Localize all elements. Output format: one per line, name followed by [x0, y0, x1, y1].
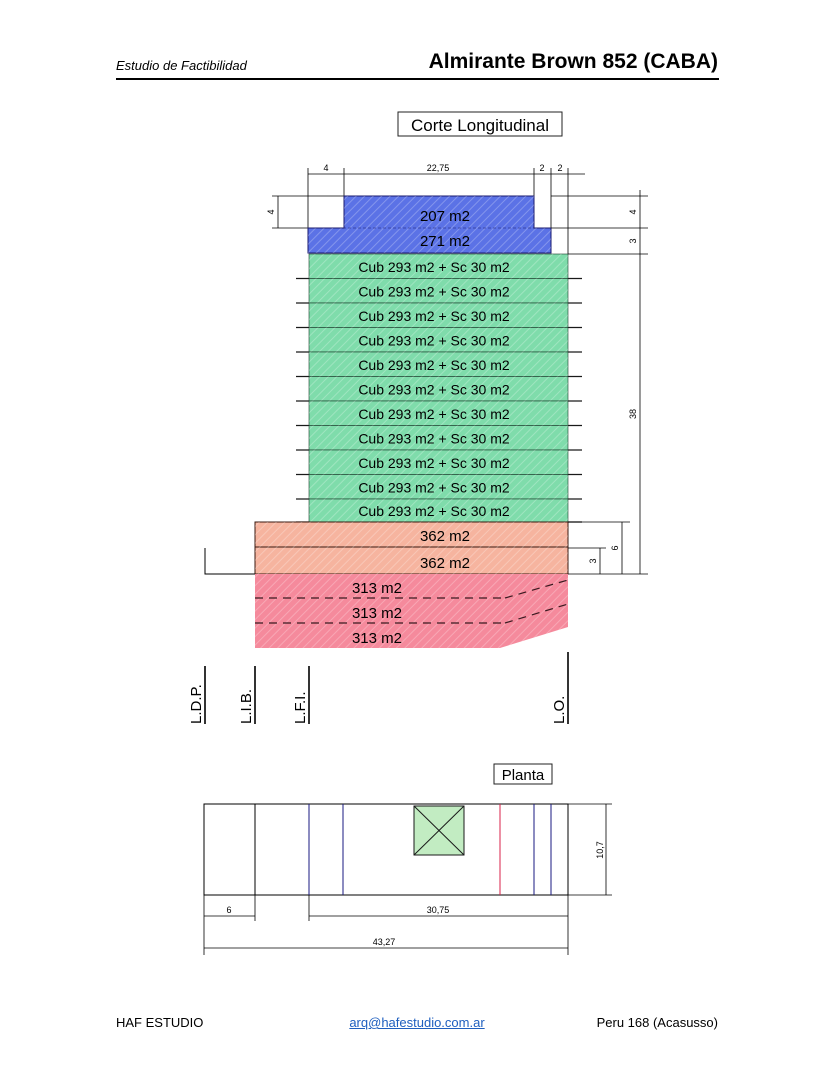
svg-text:Cub 293 m2 + Sc 30 m2: Cub 293 m2 + Sc 30 m2: [358, 480, 510, 496]
ground-floor-upper-area: 362 m2: [420, 528, 470, 545]
basement-hatch: [255, 574, 568, 648]
svg-text:Cub 293 m2 + Sc 30 m2: Cub 293 m2 + Sc 30 m2: [358, 382, 510, 398]
plan-title-box: [493, 763, 553, 785]
right-dim-5: 3: [588, 558, 598, 563]
typical-floor: Cub 293 m2 + Sc 30 m2: [296, 253, 582, 280]
svg-text:Cub 293 m2 + Sc 30 m2: Cub 293 m2 + Sc 30 m2: [358, 357, 510, 373]
plan-core-cross-b: [413, 805, 465, 856]
basement-1-area: 313 m2: [352, 580, 402, 597]
typical-floor: Cub 293 m2 + Sc 30 m2: [296, 351, 582, 378]
plan-dim-1: 6: [226, 905, 231, 915]
right-dim-2: 3: [628, 238, 638, 243]
penthouse-hatch: [308, 196, 551, 253]
ground-floor-hatch: [255, 522, 568, 574]
top-dimension-lines: [307, 168, 585, 254]
typical-floor: Cub 293 m2 + Sc 30 m2: [296, 302, 582, 329]
typical-floor: Cub 293 m2 + Sc 30 m2: [296, 498, 582, 523]
line-label-lo: L.O.: [551, 696, 568, 724]
property-lines: [204, 652, 569, 724]
right-dim-1: 4: [628, 209, 638, 214]
svg-text:Cub 293 m2 + Sc 30 m2: Cub 293 m2 + Sc 30 m2: [358, 503, 510, 519]
plan-dimension-lines: [203, 803, 612, 955]
footer-email-link[interactable]: arq@hafestudio.com.ar: [349, 1015, 485, 1030]
left-dim: 4: [266, 209, 276, 214]
typical-floors: Cub 293 m2 + Sc 30 m2 Cub 293 m2 + Sc 30…: [296, 253, 582, 523]
penthouse-upper-area: 207 m2: [420, 208, 470, 225]
basement-divisions: [255, 579, 569, 624]
plan-dim-4: 10,7: [595, 841, 605, 859]
line-label-lfi: L.F.I.: [292, 691, 309, 724]
typical-floor: Cub 293 m2 + Sc 30 m2: [296, 327, 582, 353]
plan-title: Planta: [502, 767, 545, 784]
right-dim-4: 6: [610, 545, 620, 550]
svg-text:Cub 293 m2 + Sc 30 m2: Cub 293 m2 + Sc 30 m2: [358, 259, 510, 275]
plan-internal-lines: [254, 804, 552, 895]
right-dimension-lines: [551, 190, 648, 575]
right-dim-3: 38: [628, 409, 638, 419]
top-dim-1: 4: [323, 163, 328, 173]
header-rule: [116, 78, 719, 80]
basement-2-area: 313 m2: [352, 605, 402, 622]
ground-floor-lower-area: 362 m2: [420, 555, 470, 572]
penthouse-lower-area: 271 m2: [420, 233, 470, 250]
plan-dim-3: 43,27: [373, 937, 396, 947]
plan-outline: [203, 803, 569, 896]
svg-text:Cub 293 m2 + Sc 30 m2: Cub 293 m2 + Sc 30 m2: [358, 431, 510, 447]
document-subtitle: Estudio de Factibilidad: [116, 58, 247, 73]
section-title-box: [397, 111, 563, 137]
typical-floor: Cub 293 m2 + Sc 30 m2: [296, 474, 582, 500]
top-dim-2: 22,75: [427, 163, 450, 173]
typical-floor: Cub 293 m2 + Sc 30 m2: [296, 449, 582, 476]
footer-address: Peru 168 (Acasusso): [596, 1015, 718, 1030]
plan-dim-2: 30,75: [427, 905, 450, 915]
svg-text:Cub 293 m2 + Sc 30 m2: Cub 293 m2 + Sc 30 m2: [358, 284, 510, 300]
line-label-lib: L.I.B.: [238, 689, 255, 724]
document-title: Almirante Brown 852 (CABA): [428, 50, 718, 73]
left-dimension-line: [272, 195, 344, 229]
svg-text:Cub 293 m2 + Sc 30 m2: Cub 293 m2 + Sc 30 m2: [358, 455, 510, 471]
top-dim-4: 2: [557, 163, 562, 173]
basement-3-area: 313 m2: [352, 630, 402, 647]
ground-level-line: [204, 548, 255, 575]
svg-text:Cub 293 m2 + Sc 30 m2: Cub 293 m2 + Sc 30 m2: [358, 333, 510, 349]
typical-floor: Cub 293 m2 + Sc 30 m2: [296, 278, 582, 304]
top-dim-3: 2: [539, 163, 544, 173]
svg-text:Cub 293 m2 + Sc 30 m2: Cub 293 m2 + Sc 30 m2: [358, 406, 510, 422]
typical-floor: Cub 293 m2 + Sc 30 m2: [296, 376, 582, 402]
line-label-ldp: L.D.P.: [188, 684, 205, 724]
section-title: Corte Longitudinal: [411, 116, 549, 135]
typical-floor: Cub 293 m2 + Sc 30 m2: [296, 400, 582, 427]
footer-company: HAF ESTUDIO: [116, 1015, 204, 1030]
typical-floor: Cub 293 m2 + Sc 30 m2: [296, 425, 582, 451]
svg-text:Cub 293 m2 + Sc 30 m2: Cub 293 m2 + Sc 30 m2: [358, 308, 510, 324]
